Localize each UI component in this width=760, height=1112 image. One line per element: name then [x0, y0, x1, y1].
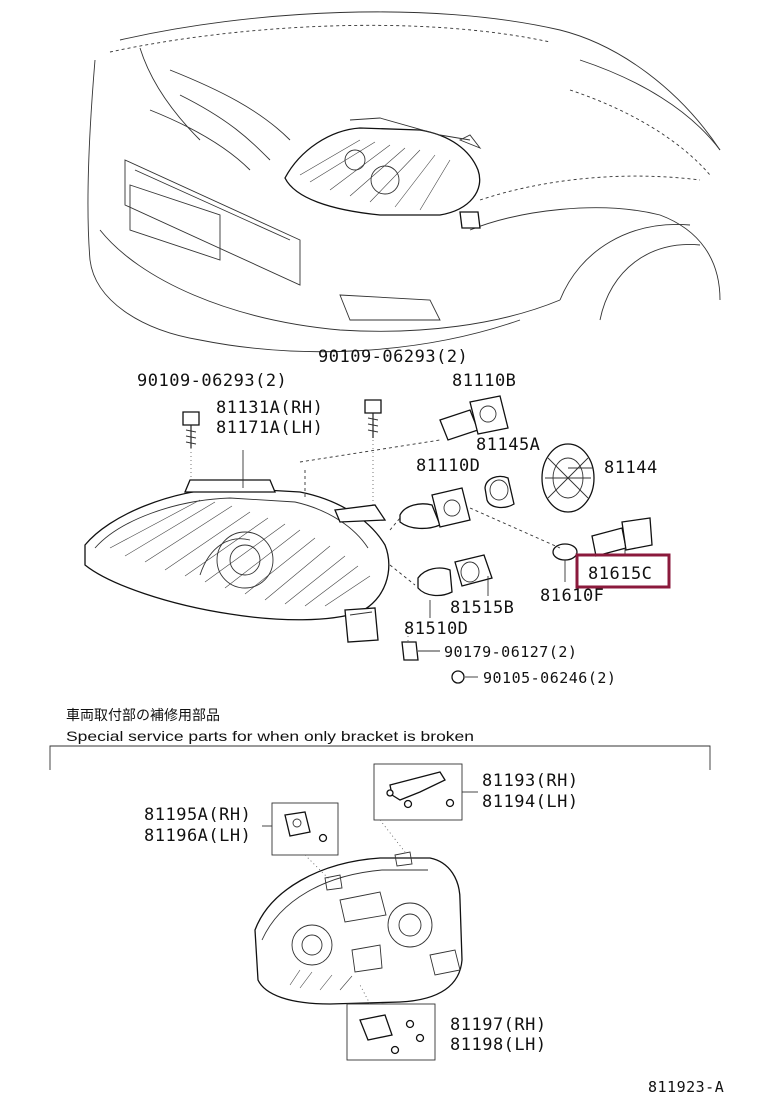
- leader-lines: [242, 439, 626, 678]
- bracket-left-box: [271, 802, 339, 881]
- label-bolt-right: 90109-06293(2): [318, 347, 468, 367]
- label-90105: 90105-06246(2): [483, 669, 616, 687]
- figure-code: 811923-A: [648, 1078, 724, 1096]
- side-bulb-81610f-icon: [552, 543, 578, 561]
- car-front-illustration: [87, 11, 721, 353]
- bulb-81110d-icon: [399, 487, 471, 530]
- label-81131a: 81131A(RH): [216, 398, 323, 418]
- lamp-81510d-icon: [417, 567, 453, 597]
- label-81144: 81144: [604, 458, 658, 478]
- bulb-81110b-icon: [439, 395, 509, 441]
- label-81510d: 81510D: [404, 619, 468, 639]
- label-81194: 81194(LH): [482, 792, 579, 812]
- label-81145a: 81145A: [476, 435, 540, 455]
- label-81196a: 81196A(LH): [144, 826, 251, 846]
- label-81610f: 81610F: [540, 586, 604, 606]
- headlamp-rear-view: [254, 851, 463, 1005]
- bracket-top-box: [373, 763, 463, 853]
- label-81110d: 81110D: [416, 456, 480, 476]
- label-81515b: 81515B: [450, 598, 514, 618]
- label-81110b: 81110B: [452, 371, 516, 391]
- cover-81144-icon: [541, 443, 595, 513]
- bulb-81615c-icon: [591, 517, 653, 557]
- label-81195a: 81195A(RH): [144, 805, 251, 825]
- label-90179: 90179-06127(2): [444, 643, 577, 661]
- clip-icon: [401, 641, 419, 661]
- bolt-left-icon: [182, 411, 200, 478]
- note-japanese: 車両取付部の補修用部品: [66, 707, 220, 723]
- screw-icon: [451, 670, 465, 684]
- bolt-right-icon: [364, 399, 382, 505]
- label-81197: 81197(RH): [450, 1015, 547, 1035]
- section-bracket: [49, 745, 711, 770]
- headlamp-assembly: [84, 479, 390, 643]
- label-81198: 81198(LH): [450, 1035, 547, 1055]
- bracket-low-box: [346, 984, 436, 1061]
- highlight-box: [575, 553, 671, 589]
- label-81193: 81193(RH): [482, 771, 579, 791]
- socket-81145a-icon: [484, 475, 515, 509]
- socket-81515b-icon: [454, 554, 493, 587]
- label-bolt-left: 90109-06293(2): [137, 371, 287, 391]
- label-81615c: 81615C: [588, 564, 652, 584]
- note-english: Special service parts for when only brac…: [66, 728, 474, 744]
- label-81171a: 81171A(LH): [216, 418, 323, 438]
